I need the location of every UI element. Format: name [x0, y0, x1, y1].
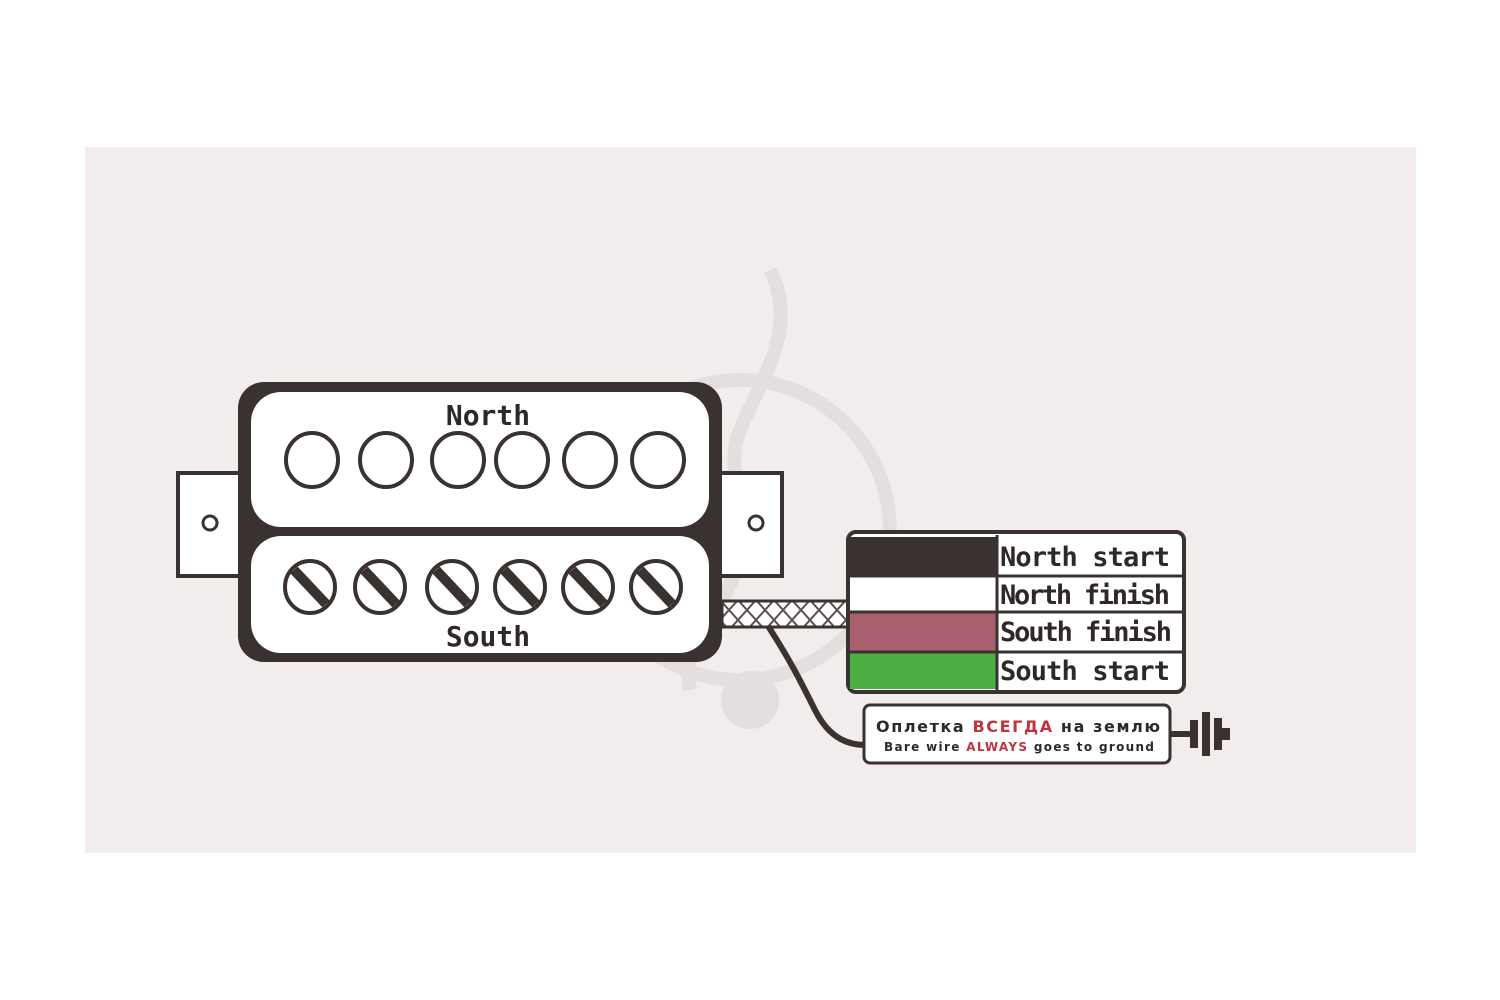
- wire-swatch-north-finish: [850, 577, 996, 611]
- slotted-screw-icon: [425, 559, 479, 615]
- wire-label-north-finish: North finish: [1000, 580, 1170, 611]
- ground-wire: [765, 624, 867, 748]
- polepiece-icon: [562, 431, 618, 489]
- slotted-screw-icon: [283, 559, 337, 615]
- wire-swatch-south-start: [850, 653, 996, 689]
- pickup-mounting-tab-right: [714, 471, 784, 578]
- wire-swatch-south-finish: [850, 613, 996, 651]
- screw-hole-icon: [201, 514, 219, 532]
- braided-cable: [720, 599, 852, 629]
- polepiece-icon: [430, 431, 486, 489]
- pickup-mounting-tab-left: [176, 471, 246, 578]
- slotted-screw-icon: [629, 559, 683, 615]
- wire-label-south-start: South start: [1000, 656, 1170, 687]
- north-polepieces: [284, 431, 686, 489]
- wire-label-south-finish: South finish: [1000, 617, 1172, 648]
- south-coil-label: South: [446, 620, 530, 653]
- polepiece-icon: [630, 431, 686, 489]
- wire-label-north-start: North start: [1000, 542, 1170, 573]
- polepiece-icon: [284, 431, 340, 489]
- slotted-screw-icon: [353, 559, 407, 615]
- wire-leads-table: North start North finish South finish So…: [846, 530, 1186, 694]
- screw-hole-icon: [747, 514, 765, 532]
- ground-symbol-icon: [1170, 712, 1230, 756]
- ground-note-ru: Оплетка ВСЕГДА на землю: [876, 717, 1160, 736]
- ground-note: Оплетка ВСЕГДА на землю Bare wire ALWAYS…: [862, 703, 1172, 765]
- north-coil-label: North: [446, 399, 530, 432]
- south-adjustment-screws: [283, 559, 683, 615]
- slotted-screw-icon: [561, 559, 615, 615]
- polepiece-icon: [358, 431, 414, 489]
- polepiece-icon: [494, 431, 550, 489]
- wire-swatch-north-start: [850, 537, 996, 575]
- ground-note-en: Bare wire ALWAYS goes to ground: [884, 740, 1154, 754]
- slotted-screw-icon: [493, 559, 547, 615]
